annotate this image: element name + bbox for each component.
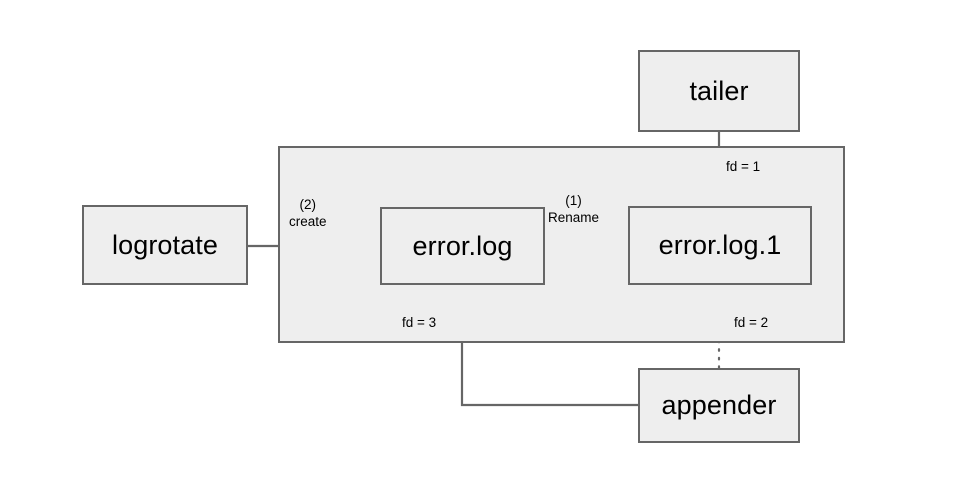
node-logrotate[interactable]: logrotate [82, 205, 248, 285]
node-tailer-label: tailer [689, 75, 749, 106]
edge-label-create: (2) create [289, 197, 327, 231]
edge-label-fd-2: fd = 2 [734, 315, 769, 330]
node-tailer[interactable]: tailer [638, 50, 800, 132]
edge-label-create-step: (2) [299, 197, 317, 212]
node-error-log-1[interactable]: error.log.1 [628, 206, 812, 285]
edge-label-fd-3: fd = 3 [402, 315, 437, 330]
node-appender[interactable]: appender [638, 368, 800, 443]
edge-label-fd-1: fd = 1 [726, 159, 761, 174]
edge-label-rename-text: Rename [548, 209, 600, 225]
edge-label-rename-step: (1) [565, 193, 582, 208]
node-error-log-1-label: error.log.1 [658, 230, 782, 260]
edge-label-rename: (1) Rename [548, 193, 599, 227]
edge-label-create-text: create [289, 213, 327, 229]
node-appender-label: appender [661, 390, 777, 420]
node-error-log[interactable]: error.log [380, 207, 545, 285]
node-logrotate-label: logrotate [112, 229, 218, 260]
node-error-log-label: error.log [412, 230, 513, 261]
